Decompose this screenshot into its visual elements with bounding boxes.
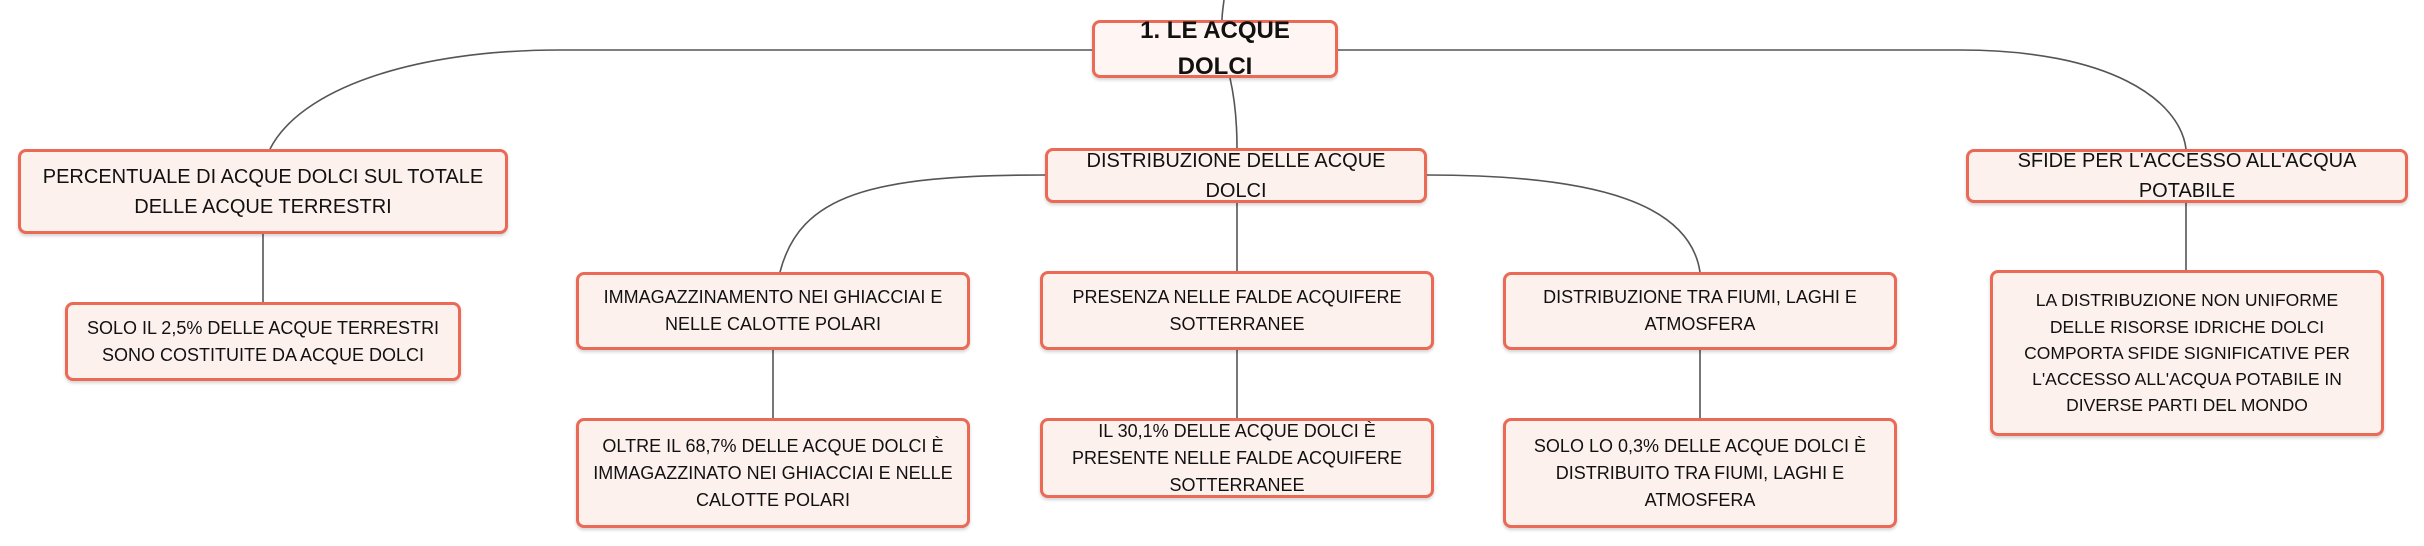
topic-freshwater-percentage-label: PERCENTUALE DI ACQUE DOLCI SUL TOTALE DE…	[42, 165, 484, 218]
topic-freshwater-distribution[interactable]: DISTRIBUZIONE DELLE ACQUE DOLCI	[1045, 148, 1427, 203]
subtopic-groundwater[interactable]: PRESENZA NELLE FALDE ACQUIFERE SOTTERRAN…	[1040, 271, 1434, 350]
detail-drinking-water-challenges-label: LA DISTRIBUZIONE NON UNIFORME DELLE RISO…	[2024, 290, 2350, 416]
detail-drinking-water-challenges[interactable]: LA DISTRIBUZIONE NON UNIFORME DELLE RISO…	[1990, 270, 2384, 436]
subtopic-glacier-storage[interactable]: IMMAGAZZINAMENTO NEI GHIACCIAI E NELLE C…	[576, 272, 970, 350]
connector-center-to-storage	[779, 174, 1046, 273]
detail-rivers-lakes-atmosphere[interactable]: SOLO LO 0,3% DELLE ACQUE DOLCI È DISTRIB…	[1503, 418, 1897, 528]
root-topic-node[interactable]: 1. LE ACQUE DOLCI	[1092, 17, 1338, 80]
detail-freshwater-percentage[interactable]: SOLO IL 2,5% DELLE ACQUE TERRESTRI SONO …	[65, 302, 461, 381]
topic-freshwater-percentage[interactable]: PERCENTUALE DI ACQUE DOLCI SUL TOTALE DE…	[18, 149, 508, 234]
detail-glacier-storage-label: OLTRE IL 68,7% DELLE ACQUE DOLCI È IMMAG…	[593, 435, 953, 510]
detail-groundwater[interactable]: IL 30,1% DELLE ACQUE DOLCI È PRESENTE NE…	[1040, 418, 1434, 498]
connector-center-to-rivers	[1426, 174, 1701, 273]
subtopic-rivers-lakes-atmosphere-label: DISTRIBUZIONE TRA FIUMI, LAGHI E ATMOSFE…	[1543, 287, 1857, 334]
connector-root-to-center-branch	[1229, 77, 1238, 149]
detail-rivers-lakes-atmosphere-label: SOLO LO 0,3% DELLE ACQUE DOLCI È DISTRIB…	[1533, 435, 1867, 510]
connector-root-to-left-branch	[269, 49, 1092, 150]
subtopic-rivers-lakes-atmosphere[interactable]: DISTRIBUZIONE TRA FIUMI, LAGHI E ATMOSFE…	[1503, 272, 1897, 350]
topic-freshwater-distribution-label: DISTRIBUZIONE DELLE ACQUE DOLCI	[1086, 149, 1386, 202]
detail-freshwater-percentage-label: SOLO IL 2,5% DELLE ACQUE TERRESTRI SONO …	[86, 317, 440, 365]
topic-drinking-water-challenges[interactable]: SFIDE PER L'ACCESSO ALL'ACQUA POTABILE	[1966, 149, 2408, 203]
connector-root-to-right-branch	[1338, 49, 2187, 150]
subtopic-groundwater-label: PRESENZA NELLE FALDE ACQUIFERE SOTTERRAN…	[1072, 286, 1402, 334]
detail-groundwater-label: IL 30,1% DELLE ACQUE DOLCI È PRESENTE NE…	[1071, 420, 1403, 495]
topic-drinking-water-challenges-label: SFIDE PER L'ACCESSO ALL'ACQUA POTABILE	[2017, 150, 2357, 202]
root-topic-label: 1. LE ACQUE DOLCI	[1140, 17, 1290, 80]
subtopic-glacier-storage-label: IMMAGAZZINAMENTO NEI GHIACCIAI E NELLE C…	[603, 287, 943, 334]
detail-glacier-storage[interactable]: OLTRE IL 68,7% DELLE ACQUE DOLCI È IMMAG…	[576, 418, 970, 528]
